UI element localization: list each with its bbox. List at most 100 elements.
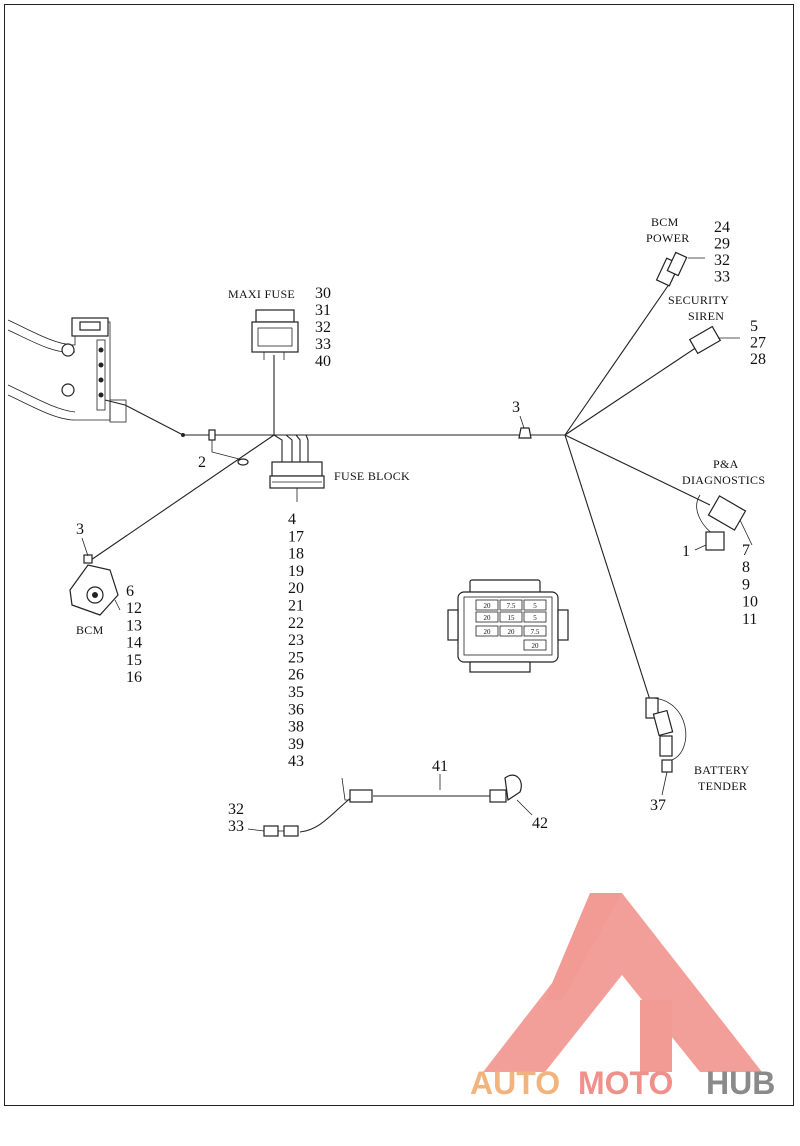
callout-number: 33 [714, 269, 730, 286]
label-bcm: BCM [76, 623, 104, 637]
callout-number: 6 [126, 583, 134, 600]
callout-battery-tender: 37 [650, 797, 666, 814]
callout-number: 31 [315, 302, 331, 319]
callout-number: 19 [288, 563, 304, 580]
callout-number: 22 [288, 615, 304, 632]
frame-bracket [7, 317, 127, 423]
label-bcm-power-1: BCM [651, 215, 679, 229]
callout-number: 27 [750, 335, 766, 352]
fuse-cell-label: 20 [484, 602, 492, 610]
callout-number: 15 [126, 652, 142, 669]
logo-mark [483, 893, 762, 1072]
callout-number: 17 [288, 528, 304, 545]
logo-auto: AUTO [470, 1065, 560, 1101]
callout-number: 29 [714, 236, 730, 253]
bcm-power-connector [655, 251, 705, 287]
security-siren-connector [688, 325, 740, 355]
callout-number: 21 [288, 598, 304, 615]
label-fuse-block: FUSE BLOCK [334, 469, 410, 483]
callout-number: 4 [288, 511, 296, 528]
callout-clip-mid: 3 [512, 399, 520, 416]
logo-wordmark: AUTO MOTO HUB [470, 1065, 775, 1101]
main-harness [87, 279, 711, 833]
callout-pa-left: 1 [682, 543, 690, 560]
label-bcm-power-2: POWER [646, 231, 690, 245]
battery-tender-connector [645, 697, 687, 796]
fuse-cell-label: 5 [533, 602, 537, 610]
label-security-siren-2: SIREN [688, 309, 724, 323]
fuse-cell-label: 20 [484, 628, 492, 636]
fuse-cell [475, 625, 499, 637]
fuse-cell [523, 611, 547, 623]
callout-number: 25 [288, 649, 304, 666]
label-maxi-fuse: MAXI FUSE [228, 287, 295, 301]
callout-harness-left-1: 32 [228, 801, 244, 818]
fuse-cell [499, 599, 523, 611]
fuse-cell-label: 20 [532, 642, 540, 650]
aux-harness [263, 774, 533, 837]
maxi-fuse [251, 309, 299, 360]
fuse-cell [475, 599, 499, 611]
callout-harness-top: 41 [432, 758, 448, 775]
fuse-cell [475, 611, 499, 623]
callout-number: 33 [315, 336, 331, 353]
callout-number: 20 [288, 580, 304, 597]
callout-bcm-top: 3 [76, 521, 84, 538]
callout-number: 11 [742, 611, 757, 628]
label-pa-2: DIAGNOSTICS [682, 473, 765, 487]
label-battery-1: BATTERY [694, 763, 749, 777]
clip-3-mid [518, 427, 532, 439]
callout-number: 5 [750, 318, 758, 335]
label-security-siren-1: SECURITY [668, 293, 729, 307]
callout-number: 13 [126, 617, 142, 634]
callout-number: 30 [315, 285, 331, 302]
fuse-cell-label: 20 [484, 614, 492, 622]
callout-number: 16 [126, 669, 142, 686]
callout-number: 43 [288, 753, 304, 770]
callout-number: 36 [288, 701, 304, 718]
fuse-cell-label: 7.5 [507, 602, 516, 610]
callout-number: 10 [742, 594, 758, 611]
callout-harness-right: 42 [532, 815, 548, 832]
bcm-module [69, 554, 121, 616]
callout-number: 24 [714, 219, 730, 236]
label-battery-2: TENDER [698, 779, 747, 793]
callout-number: 35 [288, 684, 304, 701]
fuse-block [269, 461, 325, 502]
fuse-cell [523, 599, 547, 611]
callout-number: 7 [742, 542, 750, 559]
callout-number: 14 [126, 635, 142, 652]
callout-number: 8 [742, 559, 750, 576]
callout-number: 38 [288, 719, 304, 736]
logo-hub: HUB [706, 1065, 775, 1101]
callout-number: 40 [315, 353, 331, 370]
callout-number: 28 [750, 351, 766, 368]
callout-number: 23 [288, 632, 304, 649]
clip-2 [208, 429, 249, 466]
fuse-cell-label: 7.5 [531, 628, 540, 636]
fuse-cell [523, 625, 547, 637]
label-pa-1: P&A [713, 457, 739, 471]
fuse-cell [499, 611, 523, 623]
callout-number: 12 [126, 600, 142, 617]
callout-number: 39 [288, 736, 304, 753]
callout-number: 9 [742, 576, 750, 593]
callout-number: 32 [714, 252, 730, 269]
diagram-frame [4, 4, 794, 1106]
callout-number: 18 [288, 546, 304, 563]
fuse-cell [523, 639, 547, 651]
callout-clip-left: 2 [198, 454, 206, 471]
callout-harness-left-2: 33 [228, 818, 244, 835]
fuse-cell-label: 20 [508, 628, 516, 636]
fuse-cell [499, 625, 523, 637]
fuse-cell-label: 5 [533, 614, 537, 622]
callout-number: 26 [288, 667, 304, 684]
logo-moto: MOTO [578, 1065, 673, 1101]
